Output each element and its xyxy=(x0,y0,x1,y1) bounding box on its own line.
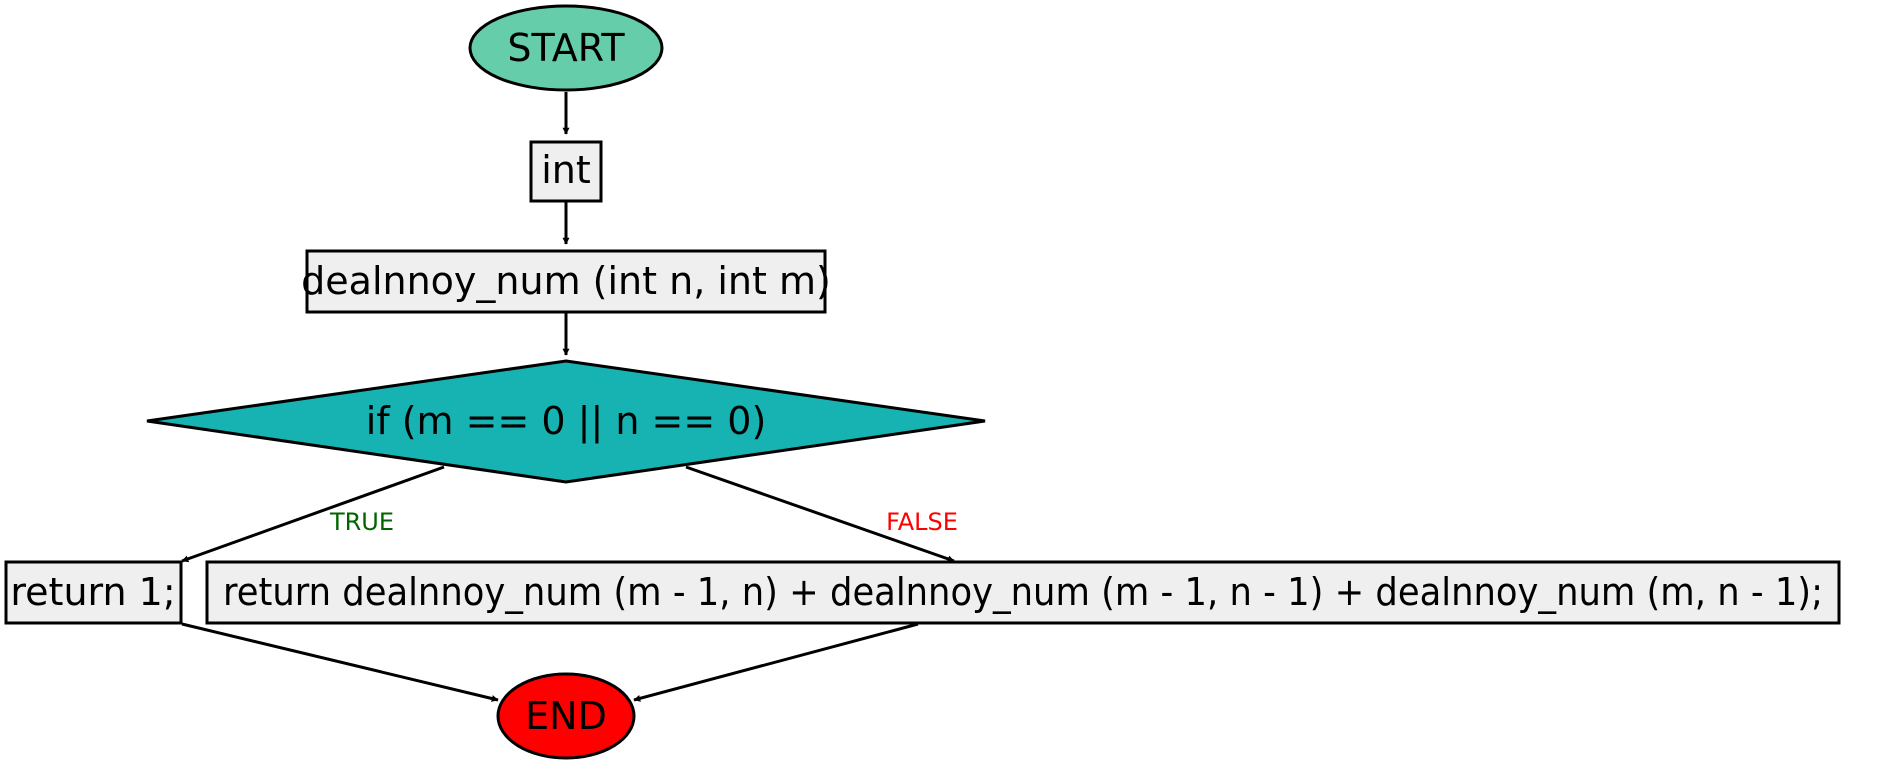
end-node: END xyxy=(496,672,636,760)
edge-return-one-end xyxy=(181,622,499,702)
return-recursive-node: return dealnnoy_num (m - 1, n) + dealnno… xyxy=(205,560,1841,625)
type-node: int xyxy=(529,140,603,203)
function-signature-label: dealnnoy_num (int n, int m) xyxy=(301,259,831,303)
start-node: START xyxy=(468,4,664,92)
end-label: END xyxy=(525,694,607,738)
condition-label: if (m == 0 || n == 0) xyxy=(366,399,767,444)
function-signature-box xyxy=(305,249,827,314)
start-label: START xyxy=(507,26,625,70)
return-one-label: return 1; xyxy=(10,570,175,614)
edge-return-recursive-end xyxy=(633,622,919,702)
edge-label-true: TRUE xyxy=(329,508,394,536)
edge-condition-return-one xyxy=(181,465,445,563)
edge-condition-return-recursive xyxy=(685,465,955,563)
function-signature-node: dealnnoy_num (int n, int m) xyxy=(301,249,831,314)
return-one-box xyxy=(4,560,183,625)
return-recursive-label: return dealnnoy_num (m - 1, n) + dealnno… xyxy=(223,570,1823,614)
return-one-node: return 1; xyxy=(4,560,183,625)
end-ellipse xyxy=(496,672,636,760)
return-recursive-box xyxy=(205,560,1841,625)
type-label: int xyxy=(541,148,591,192)
edge-label-false: FALSE xyxy=(886,508,958,536)
start-ellipse xyxy=(468,4,664,92)
condition-diamond xyxy=(146,359,986,484)
type-box xyxy=(529,140,603,203)
condition-node: if (m == 0 || n == 0) xyxy=(146,359,986,484)
